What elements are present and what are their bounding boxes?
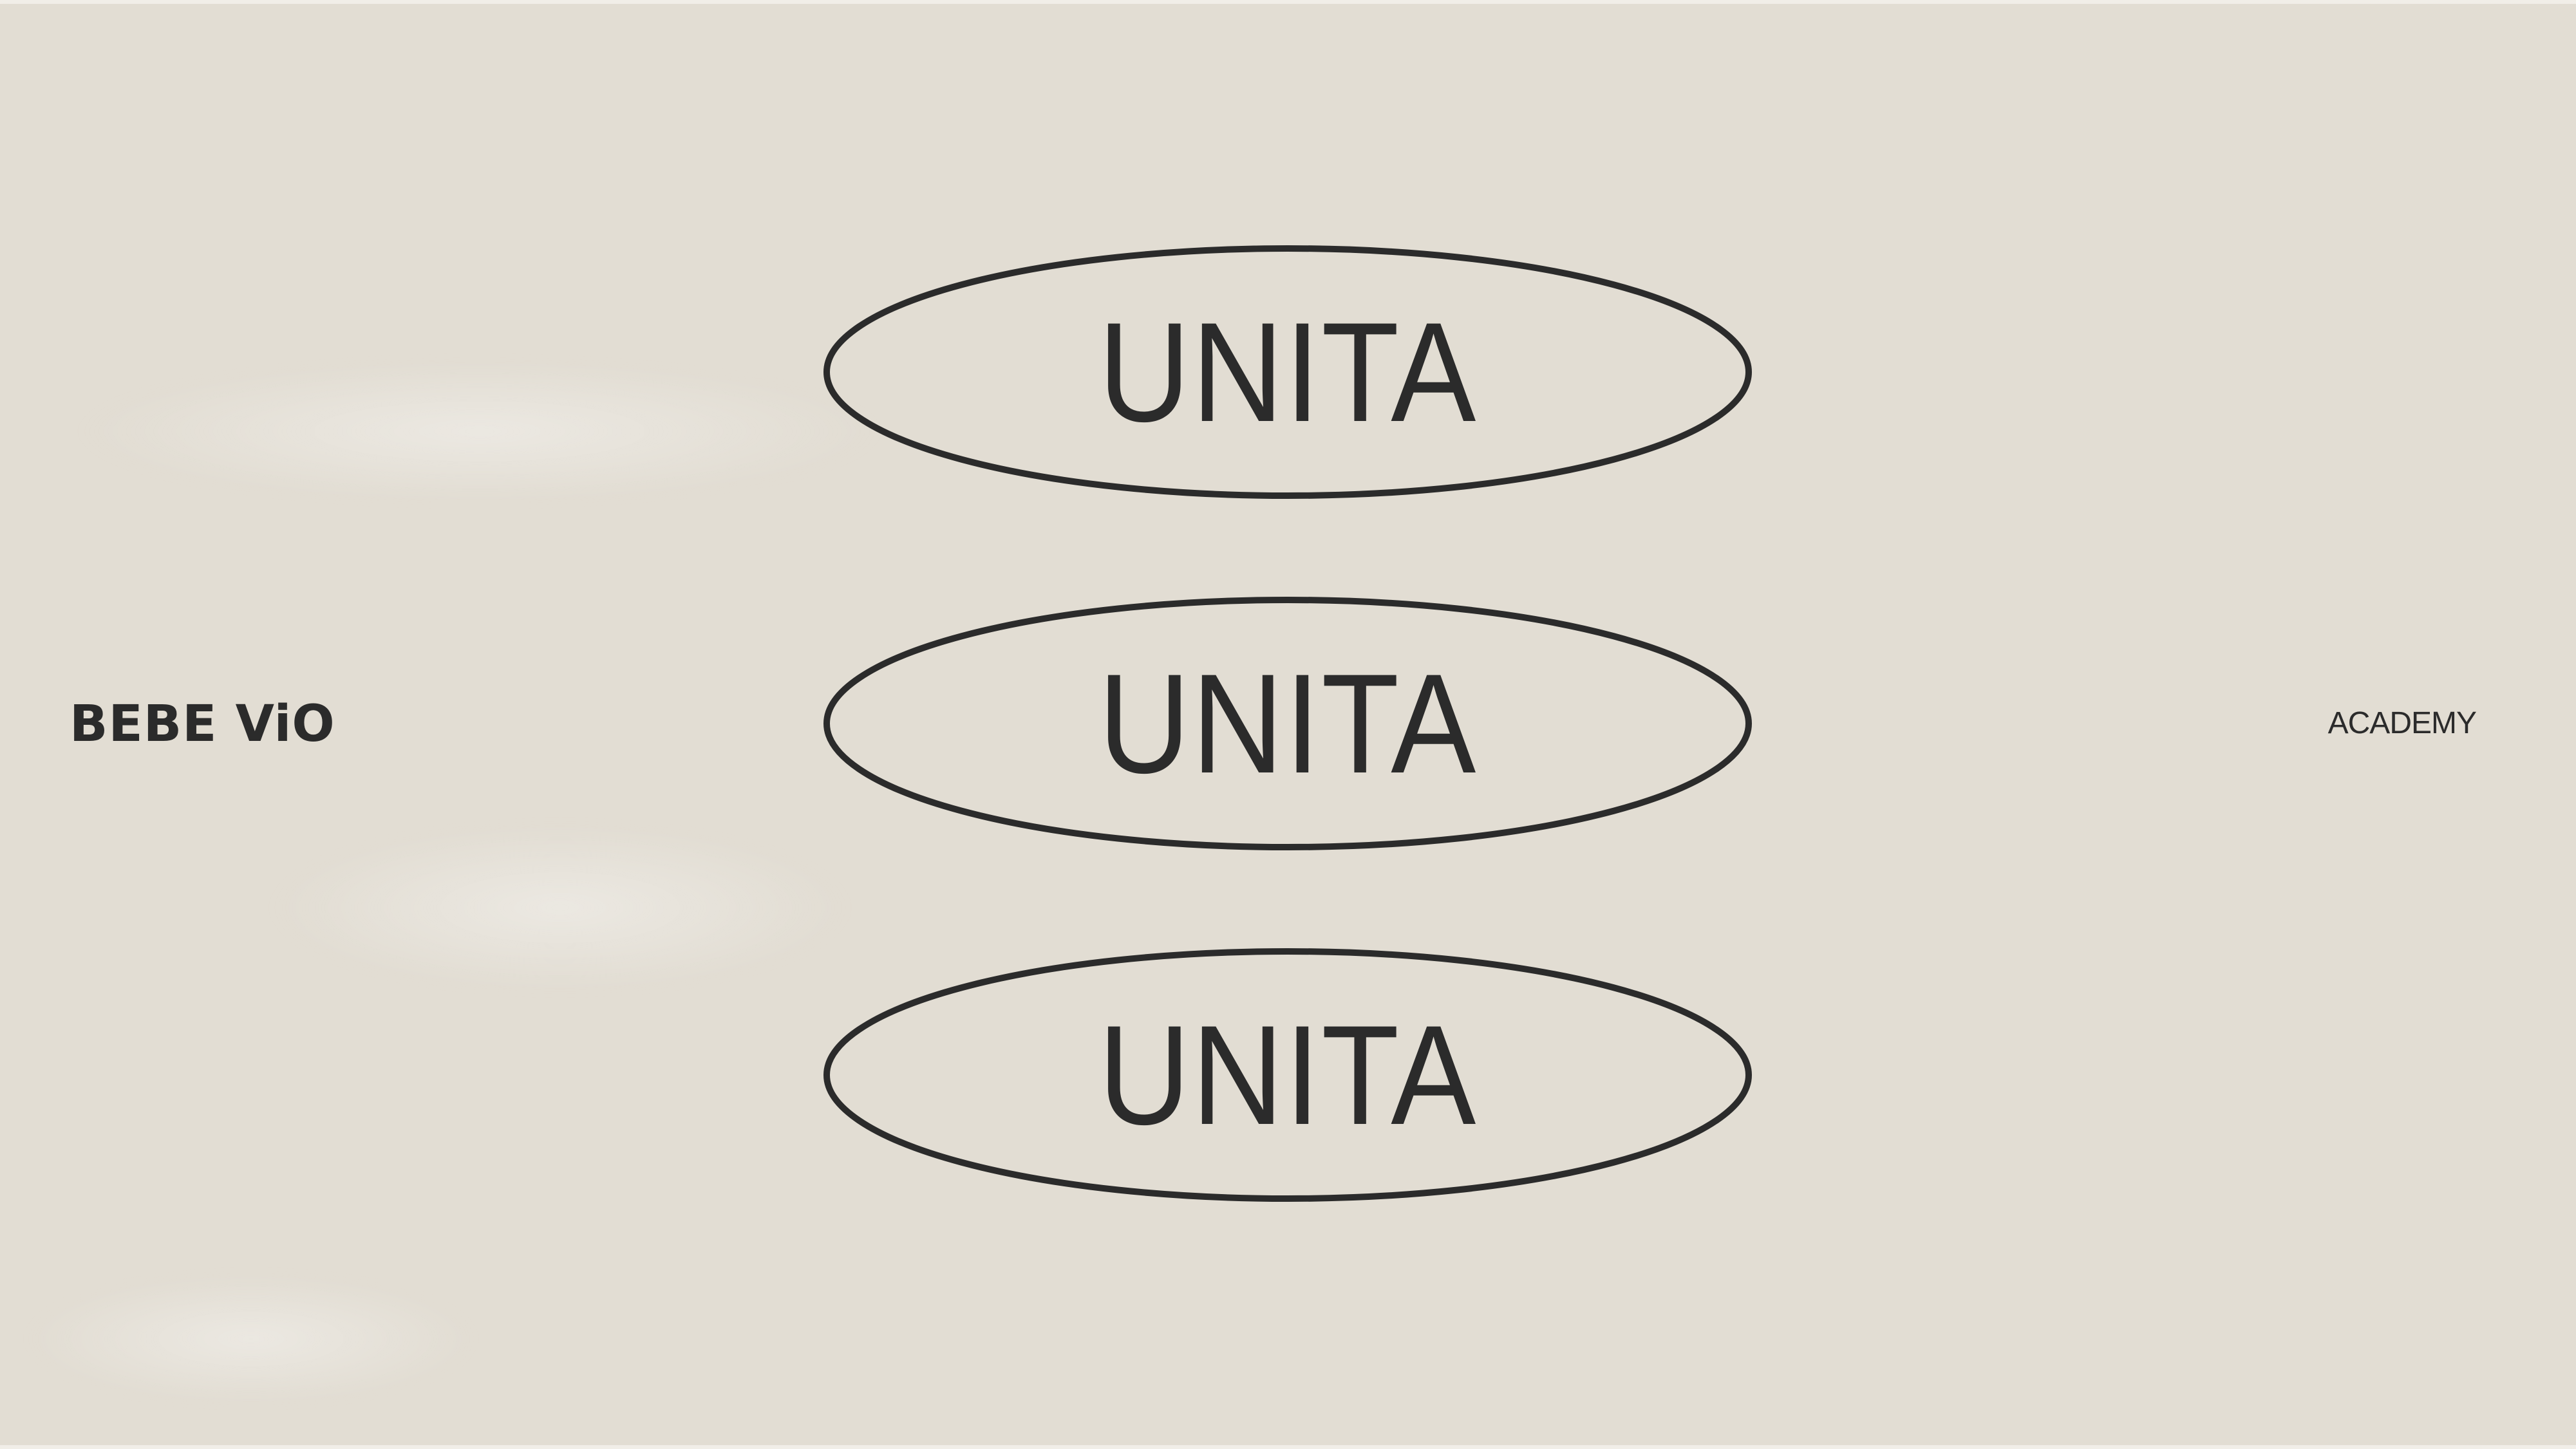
top-edge (0, 0, 2576, 4)
ellipse-outline (823, 948, 1752, 1202)
paper-texture (77, 360, 882, 502)
brand-logo: BEBE ViO (70, 695, 335, 753)
unita-label: UNITA (1098, 293, 1478, 451)
unita-ellipse-3: UNITA (823, 948, 1752, 1202)
bottom-edge (0, 1445, 2576, 1449)
paper-texture (26, 1275, 476, 1403)
ellipse-outline (823, 245, 1752, 499)
ellipse-outline (823, 597, 1752, 850)
unita-label: UNITA (1098, 644, 1478, 803)
unita-ellipse-2: UNITA (823, 597, 1752, 850)
paper-texture (270, 824, 850, 991)
academy-label: ACADEMY (2327, 706, 2477, 740)
unita-ellipse-1: UNITA (823, 245, 1752, 499)
unita-label: UNITA (1098, 996, 1478, 1154)
